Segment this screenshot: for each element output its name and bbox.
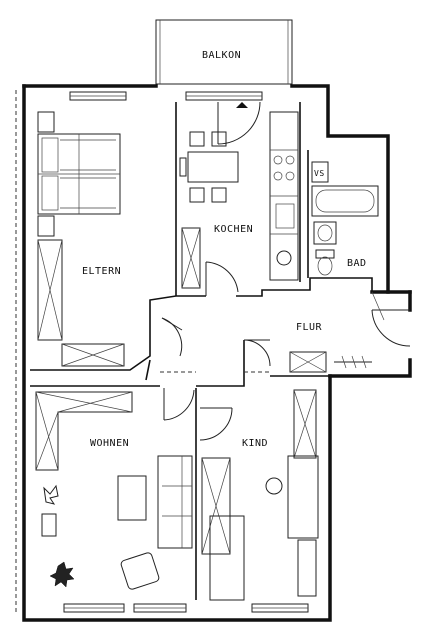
hallway-furniture bbox=[289, 351, 372, 373]
outer-walls bbox=[15, 84, 412, 622]
top-windows bbox=[63, 91, 309, 613]
label-kochen: KOCHEN bbox=[214, 224, 253, 235]
doors bbox=[160, 101, 411, 441]
balcony bbox=[155, 19, 293, 85]
arrow-icon bbox=[236, 102, 248, 108]
label-balkon: BALKON bbox=[202, 50, 241, 61]
label-bad: BAD bbox=[347, 258, 367, 269]
living-furniture bbox=[35, 391, 193, 590]
bathroom-fixtures bbox=[311, 161, 379, 276]
label-kind: KIND bbox=[242, 438, 268, 449]
interior-walls bbox=[30, 102, 373, 600]
label-vs: VS bbox=[314, 169, 325, 178]
bedroom-furniture bbox=[37, 111, 125, 367]
label-wohnen: WOHNEN bbox=[90, 438, 129, 449]
kids-room-furniture bbox=[201, 389, 319, 601]
kitchen-furniture bbox=[179, 111, 299, 289]
label-flur: FLUR bbox=[296, 322, 323, 333]
label-eltern: ELTERN bbox=[82, 266, 121, 277]
